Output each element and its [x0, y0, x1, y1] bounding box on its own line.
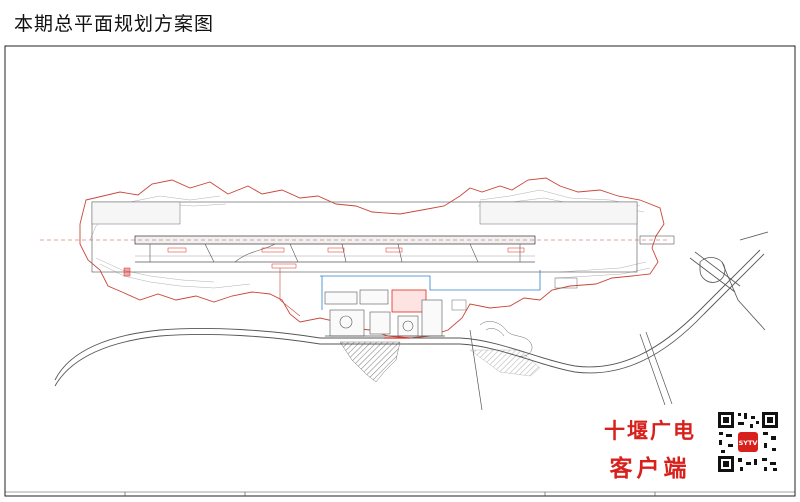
page-title: 本期总平面规划方案图 — [14, 13, 215, 35]
apron-taxilane — [320, 270, 541, 291]
terminal-area — [324, 289, 445, 337]
secondary-road — [469, 329, 673, 411]
highway-interchange — [689, 231, 769, 331]
runway-approach-lights — [639, 235, 675, 245]
terminal-building-highlight — [391, 289, 427, 313]
land-boundary — [79, 177, 665, 339]
brand-name: 十堰广电 — [604, 418, 696, 443]
connecting-taxiways — [149, 243, 521, 263]
qr-badge-text: SYTV — [739, 439, 758, 447]
runway-annotations — [123, 247, 525, 277]
drawing-border — [4, 45, 796, 497]
qr-code-icon[interactable]: SYTV — [716, 410, 780, 474]
access-road — [54, 249, 765, 387]
hatched-earthwork-area — [339, 341, 401, 383]
airfield-platform — [91, 201, 638, 273]
landside-facilities — [451, 277, 578, 357]
brand-watermark: 十堰广电 客户端 — [600, 415, 700, 483]
brand-subtitle: 客户端 — [609, 456, 691, 482]
